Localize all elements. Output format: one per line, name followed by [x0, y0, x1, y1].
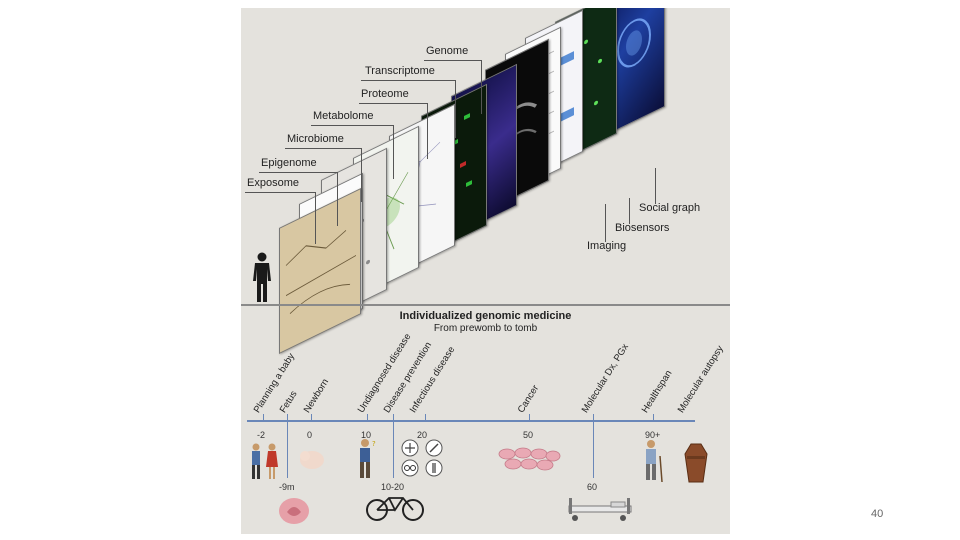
- layer-label-transcriptome: Transcriptome: [365, 65, 435, 77]
- tick-label-60: 60: [587, 482, 598, 492]
- leader-transcriptome: [361, 80, 455, 81]
- leader-social-graph-v: [655, 168, 656, 204]
- leader-transcriptome-v: [455, 80, 456, 138]
- event-label-molecular-autopsy: Molecular autopsy: [675, 343, 726, 415]
- leader-genome: [424, 60, 481, 61]
- leader-proteome: [359, 103, 427, 104]
- bicycle-icon: [366, 497, 424, 521]
- infectious-disease-icons: [401, 439, 443, 477]
- layer-panel-brain: [597, 8, 665, 141]
- tick-mark: [311, 414, 312, 422]
- event-label-fetus: Fetus: [277, 389, 300, 415]
- tick-label-90-plus: 90+: [645, 430, 661, 440]
- tick-label-50: 50: [523, 430, 534, 440]
- omics-figure: Genome Transcriptome Proteome Metabolome…: [241, 8, 730, 534]
- layer-label-imaging: Imaging: [587, 240, 627, 252]
- layer-label-exposome: Exposome: [247, 177, 299, 189]
- hospital-bed-icon: [568, 498, 632, 521]
- layer-label-genome: Genome: [426, 45, 469, 57]
- layer-label-biosensors: Biosensors: [615, 222, 670, 234]
- event-label-healthspan: Healthspan: [639, 368, 675, 415]
- newborn-icon: [300, 451, 324, 469]
- tick-mark: [425, 414, 426, 422]
- leader-imaging-v: [605, 204, 606, 242]
- tick-mark: [263, 414, 264, 422]
- layer-label-epigenome: Epigenome: [261, 157, 317, 169]
- layer-panel-exposome: [279, 188, 361, 354]
- tick-mark: [393, 414, 394, 478]
- fetus-icon: [279, 498, 309, 524]
- tick-mark: [653, 414, 654, 422]
- leader-microbiome-v: [361, 148, 362, 202]
- leader-metabolome: [311, 125, 393, 126]
- section-divider: [241, 304, 730, 306]
- cancer-cells-icon: [498, 447, 561, 471]
- leader-epigenome-v: [337, 172, 338, 226]
- leader-genome-v: [481, 60, 482, 114]
- tick-mark: [287, 414, 288, 478]
- tick-label-20: 20: [417, 430, 428, 440]
- page-number: 40: [871, 508, 884, 520]
- tick-label-minus-2: -2: [257, 430, 266, 440]
- event-label-newborn: Newborn: [301, 376, 332, 415]
- layer-label-proteome: Proteome: [361, 88, 409, 100]
- tick-label-10-20: 10-20: [381, 482, 405, 492]
- event-label-cancer: Cancer: [515, 383, 542, 415]
- patient-icon: ?: [360, 439, 376, 478]
- tick-label-minus-9m: -9m: [279, 482, 295, 492]
- layer-label-microbiome: Microbiome: [287, 133, 344, 145]
- tick-mark: [529, 414, 530, 422]
- leader-exposome: [245, 192, 315, 193]
- leader-epigenome: [259, 172, 337, 173]
- leader-microbiome: [285, 148, 361, 149]
- diagram-subtitle: From prewomb to tomb: [433, 323, 538, 334]
- timeline-axis: [247, 420, 695, 422]
- person-silhouette-icon: [253, 252, 271, 302]
- tick-label-0: 0: [307, 430, 313, 440]
- elderly-person-icon: [646, 440, 663, 483]
- tick-mark: [593, 414, 594, 478]
- tick-mark: [367, 414, 368, 422]
- coffin-icon: [684, 443, 708, 483]
- leader-biosensors-v: [629, 198, 630, 224]
- diagram-title: Individualized genomic medicine: [399, 310, 572, 322]
- tick-label-10: 10: [361, 430, 372, 440]
- leader-exposome-v: [315, 192, 316, 244]
- layer-label-metabolome: Metabolome: [313, 110, 374, 122]
- layer-label-social-graph: Social graph: [639, 202, 701, 214]
- leader-metabolome-v: [393, 125, 394, 179]
- environment-sketch-icon: [285, 229, 357, 314]
- leader-proteome-v: [427, 103, 428, 159]
- parents-icon: [252, 443, 278, 479]
- svg-text:?: ?: [372, 440, 376, 448]
- brain-scan-icon: [617, 18, 651, 68]
- event-label-molecular-dx-pgx: Molecular Dx, PGx: [579, 342, 631, 415]
